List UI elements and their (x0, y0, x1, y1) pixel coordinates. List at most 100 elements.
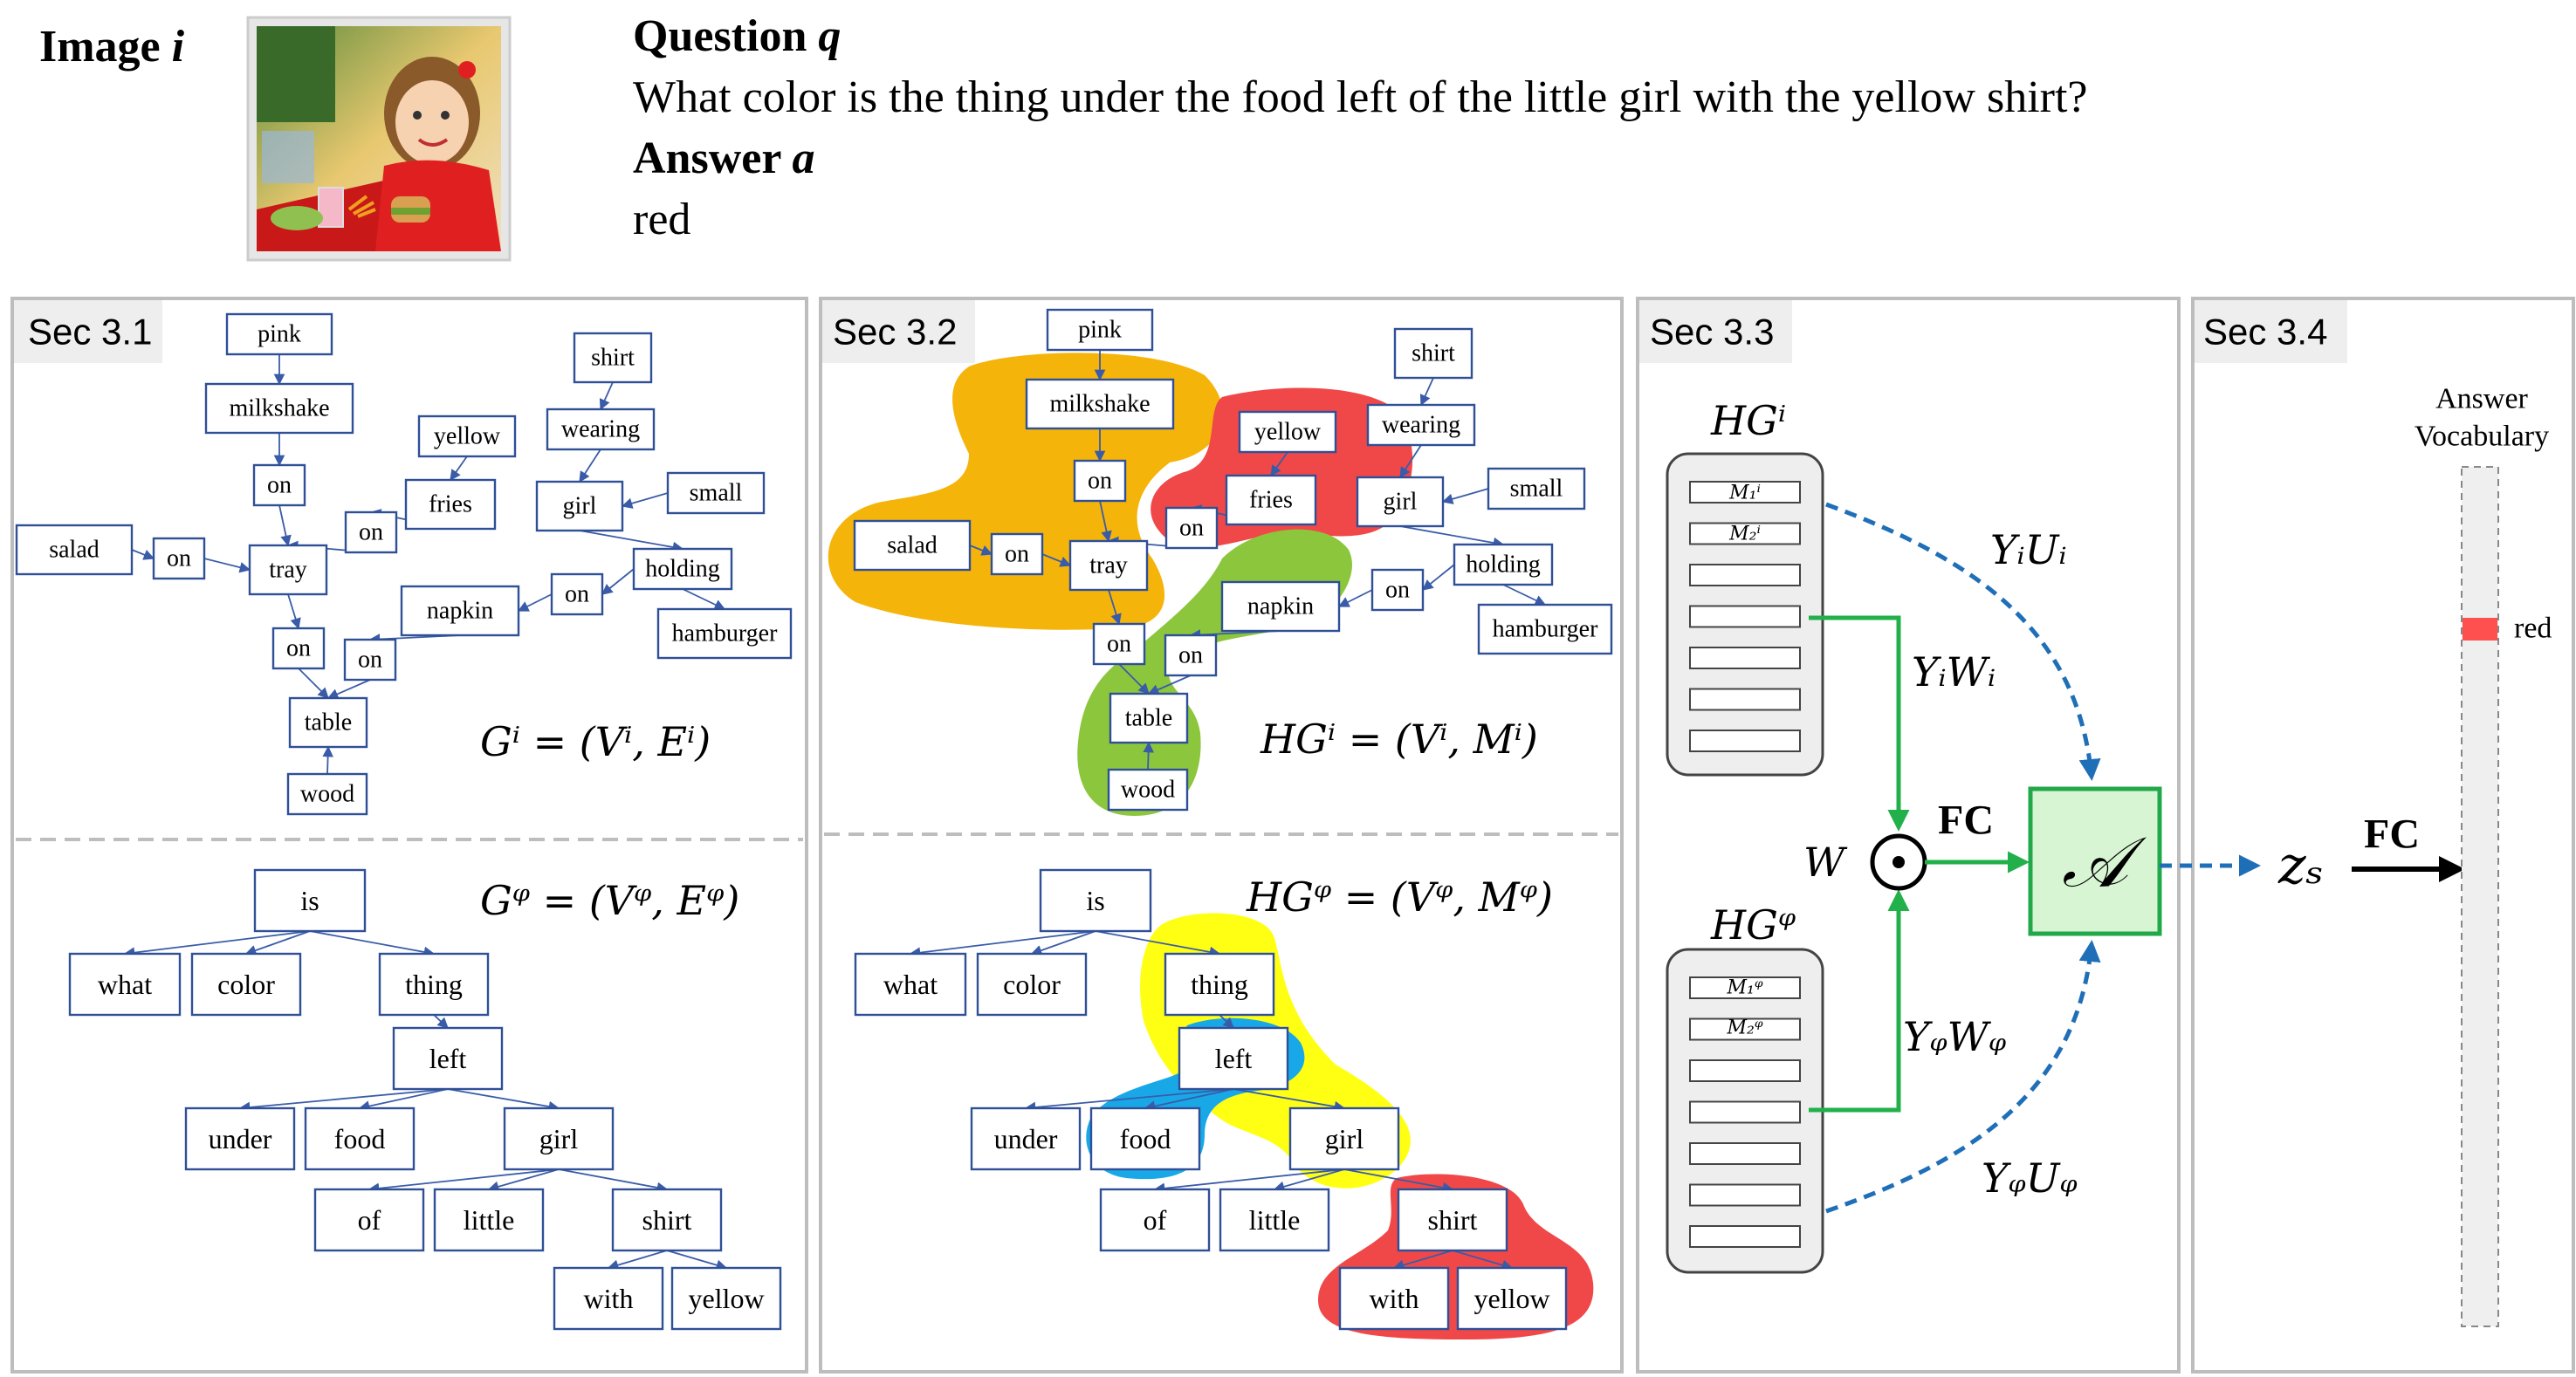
question-edge (238, 1088, 449, 1113)
hyper-question-node: yellow (1456, 1266, 1568, 1331)
hyper-image-edge (1147, 675, 1192, 695)
hyper-image-edge (1118, 663, 1150, 695)
hyper-image-edge (1270, 451, 1288, 477)
hyper-question-node: food (1089, 1106, 1201, 1171)
question-edge (123, 930, 311, 958)
image-scene-node: on (252, 463, 306, 507)
hyper-image-edge (1502, 584, 1547, 606)
m1q-label: M₁ᵠ (1726, 977, 1762, 999)
image-scene-edge (287, 593, 301, 630)
fc-label: FC (1938, 798, 1994, 844)
image-scene-edge (326, 679, 371, 700)
question-edge (447, 1088, 560, 1113)
svg-text:wood: wood (300, 781, 354, 808)
question-node: what (68, 952, 182, 1017)
svg-text:thing: thing (1191, 969, 1248, 1000)
svg-text:shirt: shirt (1412, 340, 1455, 367)
svg-text:yellow: yellow (1254, 419, 1322, 446)
svg-text:of: of (358, 1204, 381, 1236)
answer-vocabulary-bar (2461, 466, 2499, 1327)
svg-text:Sec 3.4: Sec 3.4 (2203, 312, 2327, 353)
hyper-question-edge (1219, 1014, 1234, 1029)
header: Image i Question q What color is the thi… (39, 11, 2088, 262)
dashed-curve-i (1825, 502, 2101, 781)
hgi-label: HGⁱ (1710, 397, 1786, 444)
w-label: W (1803, 839, 1848, 886)
hyper-image-edge (1108, 589, 1122, 626)
image-scene-edge (579, 530, 684, 553)
hyper-image-node: milkshake (1025, 378, 1175, 430)
image-scene-node: on (271, 627, 326, 670)
svg-text:with: with (1370, 1283, 1419, 1314)
attention-box (2028, 786, 2162, 936)
panel-sec-3-4 (2191, 297, 2575, 1374)
hyper-question-node: what (854, 952, 967, 1017)
svg-text:left: left (1215, 1043, 1253, 1074)
svg-text:on: on (1179, 515, 1204, 542)
svg-text:on: on (1107, 631, 1131, 658)
svg-text:with: with (584, 1283, 634, 1314)
formula-question-hypergraph: HGᵠ = (Vᵠ, Mᵠ) (1246, 873, 1553, 921)
section-tab-3-1: Sec 3.1 (14, 300, 162, 363)
fc-label-34: FC (2364, 812, 2420, 858)
hyper-question-edge (1452, 1250, 1514, 1271)
hyper-image-node: on (1370, 568, 1425, 612)
image-scene-edge (298, 668, 329, 699)
image-scene-edge (601, 568, 635, 595)
hyper-image-node: on (990, 532, 1044, 576)
svg-text:holding: holding (645, 556, 720, 583)
image-scene-node: small (666, 471, 766, 515)
question-node: with (553, 1266, 664, 1331)
image-scene-edge (599, 381, 614, 411)
hyper-question-node: under (970, 1106, 1082, 1171)
image-scene-edge (579, 449, 601, 483)
image-scene-edge (450, 456, 468, 482)
svg-text:milkshake: milkshake (229, 395, 329, 422)
hyper-image-edge (969, 545, 993, 556)
hyper-question-node: with (1338, 1266, 1450, 1331)
question-edge (607, 1250, 668, 1271)
image-scene-node: wearing (546, 408, 656, 451)
svg-text:Sec 3.1: Sec 3.1 (28, 312, 152, 353)
image-scene-node: salad (15, 524, 134, 576)
hyper-image-node: on (1164, 634, 1218, 677)
zs-label: zₛ (2277, 835, 2324, 896)
hyper-question-edge (1343, 1168, 1454, 1194)
svg-text:small: small (690, 480, 743, 507)
hgq-hyperedge-rows (1689, 976, 1801, 1248)
hyper-image-node: small (1487, 467, 1586, 510)
hyper-image-edge (1399, 444, 1422, 479)
question-edge (433, 1014, 449, 1029)
svg-text:on: on (267, 472, 292, 499)
hyper-image-node: salad (853, 519, 972, 572)
yiwi-label: YᵢWᵢ (1912, 648, 1996, 695)
svg-text:on: on (1178, 642, 1203, 669)
svg-text:small: small (1510, 476, 1563, 503)
image-scene-node: on (343, 638, 397, 682)
svg-text:yellow: yellow (434, 423, 501, 450)
question-node: thing (378, 952, 490, 1017)
yquq-label: YᵩUᵩ (1982, 1154, 2078, 1202)
hyper-image-edge (1143, 741, 1154, 771)
svg-text:on: on (1385, 577, 1410, 604)
svg-text:napkin: napkin (427, 598, 493, 625)
question-node: yellow (670, 1266, 782, 1331)
formula-image-graph: Gⁱ = (Vⁱ, Eⁱ) (480, 718, 711, 765)
svg-text:wearing: wearing (561, 416, 640, 443)
image-scene-node: on (344, 510, 398, 554)
hyper-image-node: pink (1046, 308, 1154, 352)
svg-text:is: is (300, 885, 319, 916)
image-scene-node: shirt (573, 332, 653, 384)
svg-text:color: color (217, 969, 275, 1000)
sec-3-3-content: HGⁱ M₁ⁱ M₂ⁱ HGᵠ M₁ᵠ M₂ᵠ W FC 𝒜 YᵢUᵢ YᵢWᵢ… (1666, 397, 2261, 1274)
svg-text:table: table (305, 709, 352, 736)
svg-text:yellow: yellow (1473, 1283, 1549, 1314)
svg-text:food: food (334, 1123, 386, 1154)
hyper-image-edge (1041, 553, 1072, 567)
image-scene-edge (322, 745, 333, 775)
svg-text:under: under (209, 1123, 272, 1154)
image-scene-node: milkshake (204, 382, 354, 435)
section-tab-3-4: Sec 3.4 (2195, 300, 2347, 363)
